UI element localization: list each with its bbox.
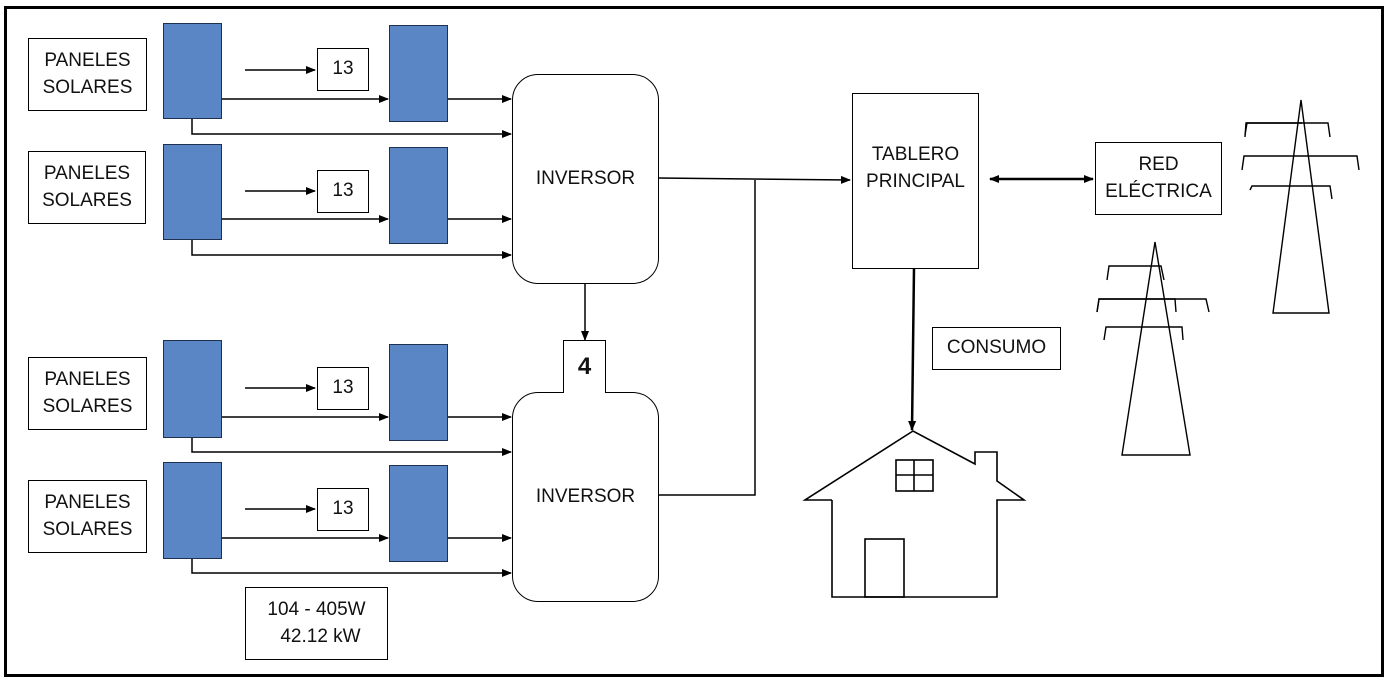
inverter-label: INVERSOR — [535, 485, 636, 507]
string-label-text: PANELES SOLARES — [42, 162, 132, 211]
panel-count-box-2: 13 — [317, 170, 369, 213]
solar-panel-end-3 — [389, 344, 448, 441]
solar-panels-label-4: PANELES SOLARES — [28, 480, 147, 553]
inverter-2-output — [658, 180, 756, 496]
string-1-connectors — [191, 66, 512, 138]
solar-panels-label-2: PANELES SOLARES — [28, 151, 146, 224]
solar-panel-start-4 — [163, 462, 222, 559]
main-board-line1: TABLERO — [871, 144, 960, 166]
string-label-text: PANELES SOLARES — [42, 491, 133, 540]
solar-panel-start-2 — [163, 144, 222, 240]
inverter-1-output — [657, 175, 851, 184]
solar-panel-end-4 — [389, 465, 448, 562]
main-board-box: TABLERO PRINCIPAL — [852, 93, 979, 269]
total-power: 42.12 kW — [280, 625, 361, 647]
diagram-frame — [4, 6, 1384, 677]
consumption-arrow — [908, 267, 917, 431]
consumption-label: CONSUMO — [946, 337, 1047, 359]
grid-line2: ELÉCTRICA — [1105, 180, 1212, 202]
power-tower-icon — [1241, 99, 1360, 314]
string-3-connectors — [191, 384, 512, 456]
panel-power-range: 104 - 405W — [267, 598, 366, 620]
panel-count-box-4: 13 — [317, 488, 369, 531]
consumption-box: CONSUMO — [932, 327, 1061, 370]
panel-count-box-1: 13 — [317, 48, 369, 91]
string-2-connectors — [191, 187, 512, 259]
inverter-count: 4 — [577, 353, 592, 381]
string-label-text: PANELES SOLARES — [42, 49, 133, 98]
panel-spec-box: 104 - 405W 42.12 kW — [245, 587, 388, 660]
main-board-line2: PRINCIPAL — [866, 171, 965, 192]
solar-panel-end-2 — [389, 147, 448, 244]
panel-count: 13 — [332, 498, 354, 520]
solar-panel-end-1 — [389, 25, 448, 122]
string-label-text: PANELES SOLARES — [42, 368, 133, 417]
house-icon — [802, 430, 1027, 598]
panel-count-box-3: 13 — [317, 367, 369, 410]
solar-panel-start-3 — [163, 340, 222, 438]
power-tower-icon — [1096, 241, 1210, 456]
inverter-count-box: 4 — [563, 340, 606, 393]
solar-panel-start-1 — [163, 23, 222, 119]
string-4-connectors — [191, 505, 512, 577]
panel-count: 13 — [332, 58, 354, 80]
panel-count: 13 — [332, 377, 354, 399]
solar-panels-label-1: PANELES SOLARES — [28, 38, 147, 111]
inverter-label: INVERSOR — [535, 167, 636, 189]
grid-box: RED ELÉCTRICA — [1095, 142, 1222, 215]
solar-panels-label-3: PANELES SOLARES — [28, 357, 147, 430]
grid-line1: RED — [1138, 153, 1179, 175]
panel-count: 13 — [332, 180, 354, 202]
inverter-1: INVERSOR — [512, 74, 659, 284]
inverter-2: INVERSOR — [512, 392, 659, 602]
